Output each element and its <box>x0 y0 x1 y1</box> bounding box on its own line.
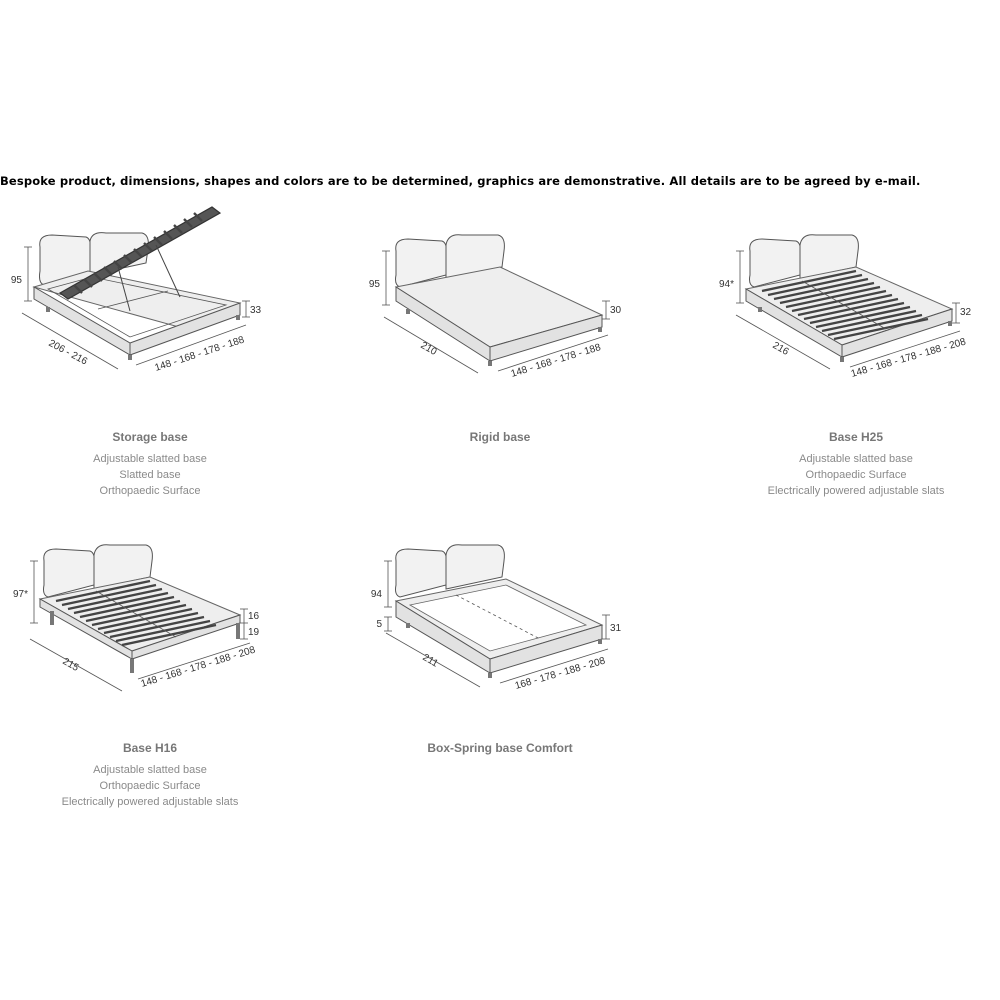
box-spring-drawing: 94 5 31 211 168 - 178 - 188 - 208 <box>371 544 622 692</box>
base-h16-caption: Base H16 Adjustable slatted base Orthopa… <box>0 741 300 810</box>
base-h25-caption: Base H25 Adjustable slatted base Orthopa… <box>706 430 1000 499</box>
product-title: Base H25 <box>828 430 884 444</box>
product-title: Base H16 <box>122 741 178 755</box>
product-title: Rigid base <box>469 430 531 444</box>
feature-line: Adjustable slatted base <box>93 453 207 465</box>
feature-line: Orthopaedic Surface <box>805 469 907 481</box>
rigid-base-caption: Rigid base <box>350 430 650 451</box>
product-card-box-spring-base-comfort: 94 5 31 211 168 - 178 - 188 - 208 Box-Sp… <box>350 544 650 825</box>
dim-side-top: 16 <box>248 611 260 622</box>
dim-height: 94 <box>371 589 383 600</box>
feature-line: Electrically powered adjustable slats <box>61 796 239 808</box>
dim-side: 30 <box>610 305 622 316</box>
feature-line: Orthopaedic Surface <box>99 780 201 792</box>
product-title: Storage base <box>112 430 188 444</box>
base-h16-drawing: 97* 16 19 215 148 - 168 - 178 - 188 - 20… <box>13 544 260 692</box>
dim-side: 32 <box>960 307 972 318</box>
feature-line: Orthopaedic Surface <box>99 485 201 497</box>
dim-side: 33 <box>250 305 262 316</box>
dim-height: 97* <box>13 589 28 600</box>
dim-width: 148 - 168 - 178 - 188 - 208 <box>140 644 257 689</box>
dim-side-bottom: 19 <box>248 627 260 638</box>
product-card-base-h25: 94* 32 216 148 - 168 - 178 - 188 - 208 B… <box>706 205 1000 505</box>
dim-length: 211 <box>421 652 441 670</box>
dim-height: 95 <box>369 279 381 290</box>
dim-length: 206 - 216 <box>47 338 90 368</box>
product-card-rigid-base: 95 30 210 148 - 168 - 178 - 188 Rigid ba… <box>350 205 650 505</box>
dim-height: 94* <box>719 279 734 290</box>
dim-side: 31 <box>610 623 622 634</box>
product-card-storage-base: 95 33 206 - 216 148 - 168 - 178 - 188 St… <box>0 205 300 505</box>
box-spring-caption: Box-Spring base Comfort <box>350 741 650 762</box>
storage-base-drawing: 95 33 206 - 216 148 - 168 - 178 - 188 <box>11 206 262 374</box>
product-card-base-h16: 97* 16 19 215 148 - 168 - 178 - 188 - 20… <box>0 544 300 825</box>
feature-line: Electrically powered adjustable slats <box>767 485 945 497</box>
dim-low: 5 <box>376 619 382 630</box>
dim-length: 216 <box>771 340 791 358</box>
rigid-base-drawing: 95 30 210 148 - 168 - 178 - 188 <box>369 234 622 380</box>
notice-text: Bespoke product, dimensions, shapes and … <box>0 174 921 188</box>
feature-line: Slatted base <box>119 469 181 481</box>
storage-base-caption: Storage base Adjustable slatted base Sla… <box>0 430 300 499</box>
feature-line: Adjustable slatted base <box>799 453 913 465</box>
dim-length: 215 <box>61 656 81 674</box>
base-h25-drawing: 94* 32 216 148 - 168 - 178 - 188 - 208 <box>719 234 972 380</box>
slats <box>761 269 929 341</box>
dim-length: 210 <box>419 340 439 358</box>
product-title: Box-Spring base Comfort <box>427 741 573 755</box>
feature-line: Adjustable slatted base <box>93 764 207 776</box>
dim-height: 95 <box>11 275 23 286</box>
slats <box>55 579 217 647</box>
